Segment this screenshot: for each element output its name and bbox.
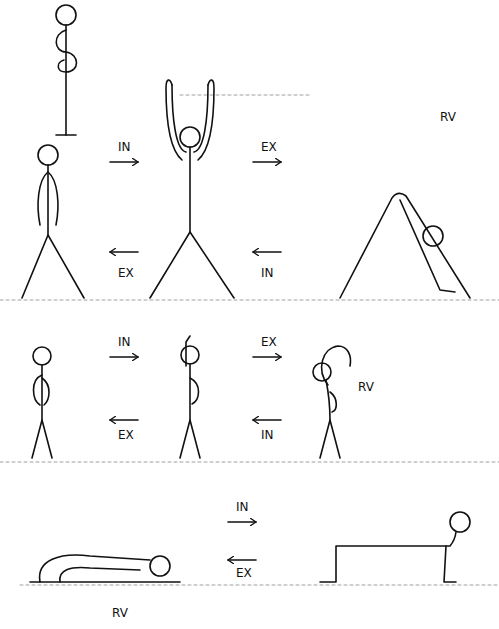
- breath-label: IN: [234, 500, 251, 514]
- breath-label: EX: [116, 266, 136, 280]
- breath-label: EX: [116, 428, 136, 442]
- breath-label: EX: [259, 140, 279, 154]
- breath-label: IN: [259, 428, 276, 442]
- breath-label: RV: [110, 606, 130, 620]
- breath-label: IN: [259, 266, 276, 280]
- breath-label: EX: [234, 566, 254, 580]
- breath-label: RV: [356, 380, 376, 394]
- breath-label: IN: [116, 335, 133, 349]
- breath-label: IN: [116, 140, 133, 154]
- breath-label: EX: [259, 335, 279, 349]
- breath-label: RV: [438, 110, 458, 124]
